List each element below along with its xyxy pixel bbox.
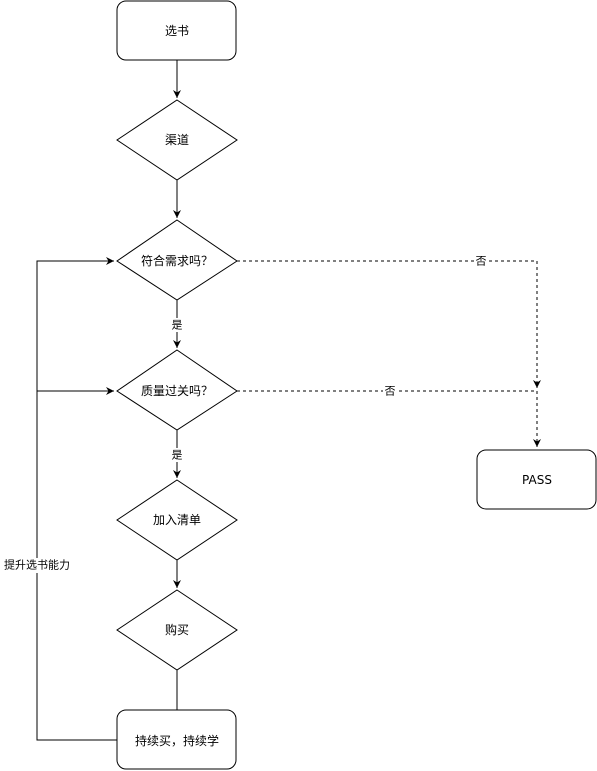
node-meets-needs (116, 219, 238, 301)
node-quality-ok-label: 质量过关吗？ (141, 384, 213, 398)
node-quality-ok (116, 349, 238, 431)
edge-quality-no-to-pass (237, 390, 541, 447)
edge-needs-no-to-pass (237, 260, 541, 388)
node-buy (116, 589, 238, 671)
edge-label-yes-2: 是 (172, 449, 183, 462)
node-select-book (116, 0, 237, 61)
node-meets-needs-label: 符合需求吗？ (141, 253, 213, 268)
edge-label-no-2: 否 (385, 385, 396, 398)
label-bg-feedback (1, 558, 73, 573)
node-channel-label: 渠道 (165, 133, 189, 147)
node-pass (476, 449, 597, 510)
edge-feedback-loop (36, 257, 117, 741)
edge-label-yes-1: 是 (172, 319, 183, 332)
node-pass-label: PASS (522, 473, 552, 487)
node-add-to-list (116, 479, 238, 561)
node-keep-going-label: 持续买，持续学 (135, 733, 219, 748)
label-bg-yes-1 (170, 318, 184, 332)
label-bg-no-1 (474, 254, 488, 268)
node-select-book-label: 选书 (165, 24, 189, 38)
label-bg-yes-2 (170, 448, 184, 462)
label-bg-no-2 (383, 384, 397, 398)
edge-label-feedback: 提升选书能力 (4, 558, 70, 572)
node-buy-label: 购买 (165, 622, 189, 637)
edge-label-no-1: 否 (476, 255, 487, 268)
node-add-to-list-label: 加入清单 (153, 513, 201, 527)
node-channel (116, 99, 238, 181)
node-keep-going (116, 709, 237, 770)
